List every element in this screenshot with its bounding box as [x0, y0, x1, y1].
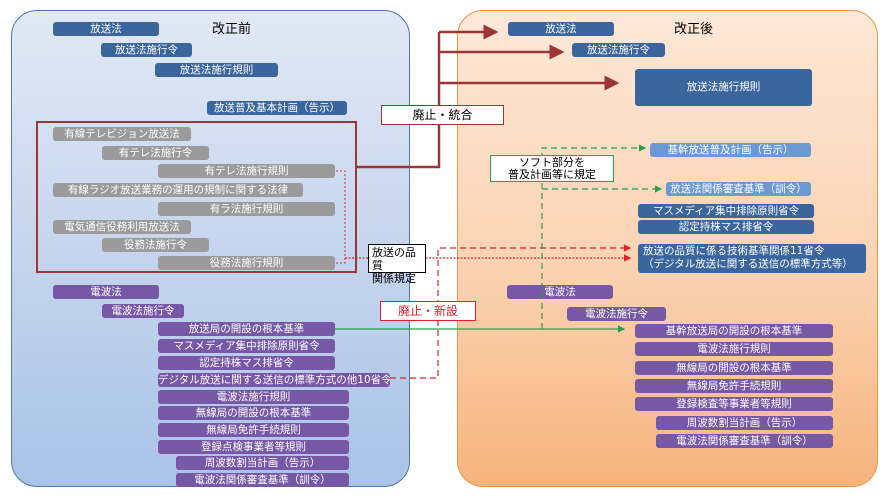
quality-label-line1: 放送の品質: [372, 246, 416, 272]
before-radio-law: 電波法: [53, 285, 159, 299]
quality-label: 放送の品質 関係規定: [368, 244, 426, 285]
after-frequency-plan: 周波数割当計画（告示）: [656, 416, 833, 430]
cable-tv-order: 有テレ法施行令: [102, 146, 209, 160]
before-mass-media-ordinance: マスメディア集中排除原則省令: [158, 339, 335, 353]
after-broadcast-order: 放送法施行令: [572, 43, 665, 57]
after-broadcast-rules: 放送法施行規則: [635, 69, 812, 106]
cable-radio-law: 有線ラジオ放送業務の運用の規制に関する法律: [53, 183, 303, 197]
before-title: 改正前: [212, 22, 252, 37]
after-broadcast-law: 放送法: [508, 22, 614, 36]
after-radio-station-standard: 無線局の開設の根本基準: [635, 361, 833, 375]
before-registered-inspector: 登録点検事業者等規則: [158, 440, 349, 454]
before-broadcast-plan: 放送普及基本計画（告示）: [207, 101, 347, 115]
after-registered-inspector: 登録検査等事業者等規則: [635, 397, 833, 411]
before-license-procedure: 無線局免許手続規則: [158, 423, 349, 437]
before-radio-review-standard: 電波法関係審査基準（訓令）: [176, 473, 349, 487]
before-broadcast-law: 放送法: [53, 22, 159, 36]
after-quality-line1: 放送の品質に係る技術基準関係11省令: [643, 245, 825, 257]
telecom-service-rules: 役務法施行規則: [158, 256, 335, 270]
before-frequency-plan: 周波数割当計画（告示）: [176, 456, 349, 470]
after-radio-order: 電波法施行令: [567, 307, 666, 321]
before-radio-order: 電波法施行令: [102, 304, 184, 318]
after-title: 改正後: [674, 22, 714, 37]
soft-label: ソフト部分を 普及計画等に規定: [490, 155, 614, 182]
before-broadcast-order: 放送法施行令: [101, 43, 192, 57]
abolished-group-frame: [36, 121, 357, 273]
after-holding-ordinance: 認定持株マス排省令: [638, 220, 814, 234]
new-label: 廃止・新設: [380, 301, 476, 321]
before-radio-rules: 電波法施行規則: [158, 390, 349, 404]
before-radio-station-standard: 無線局の開設の根本基準: [158, 406, 349, 420]
after-core-station-standard: 基幹放送局の開設の根本基準: [635, 324, 833, 338]
merge-label: 廃止・統合: [381, 105, 504, 125]
after-mass-media-ordinance: マスメディア集中排除原則省令: [638, 204, 814, 218]
cable-tv-rules: 有テレ法施行規則: [158, 164, 335, 178]
cable-tv-law: 有線テレビジョン放送法: [53, 127, 191, 141]
after-broadcast-review-standard: 放送法関係審査基準（訓令）: [666, 182, 811, 196]
after-quality-line2: （デジタル放送に関する送信の標準方式等）: [643, 258, 853, 270]
before-broadcast-station-standard: 放送局の開設の根本基準: [158, 322, 335, 336]
after-core-broadcast-plan: 基幹放送普及計画（告示）: [650, 143, 811, 157]
after-radio-law: 電波法: [507, 285, 613, 299]
after-radio-rules: 電波法施行規則: [635, 342, 833, 356]
before-holding-ordinance: 認定持株マス排省令: [158, 356, 335, 370]
before-broadcast-rules: 放送法施行規則: [155, 63, 278, 77]
cable-radio-rules: 有ラ法施行規則: [158, 202, 335, 216]
after-license-procedure: 無線局免許手続規則: [635, 379, 833, 393]
after-quality-ordinances: 放送の品質に係る技術基準関係11省令 （デジタル放送に関する送信の標準方式等）: [638, 244, 866, 273]
quality-label-line2: 関係規定: [372, 272, 416, 285]
telecom-service-order: 役務法施行令: [102, 238, 209, 252]
telecom-service-law: 電気通信役務利用放送法: [53, 220, 191, 234]
soft-label-line2: 普及計画等に規定: [508, 168, 596, 181]
after-radio-review-standard: 電波法関係審査基準（訓令）: [656, 434, 833, 448]
before-digital-standard-ordinances: デジタル放送に関する送信の標準方式の他10省令: [158, 373, 390, 387]
soft-label-line1: ソフト部分を: [519, 156, 585, 169]
